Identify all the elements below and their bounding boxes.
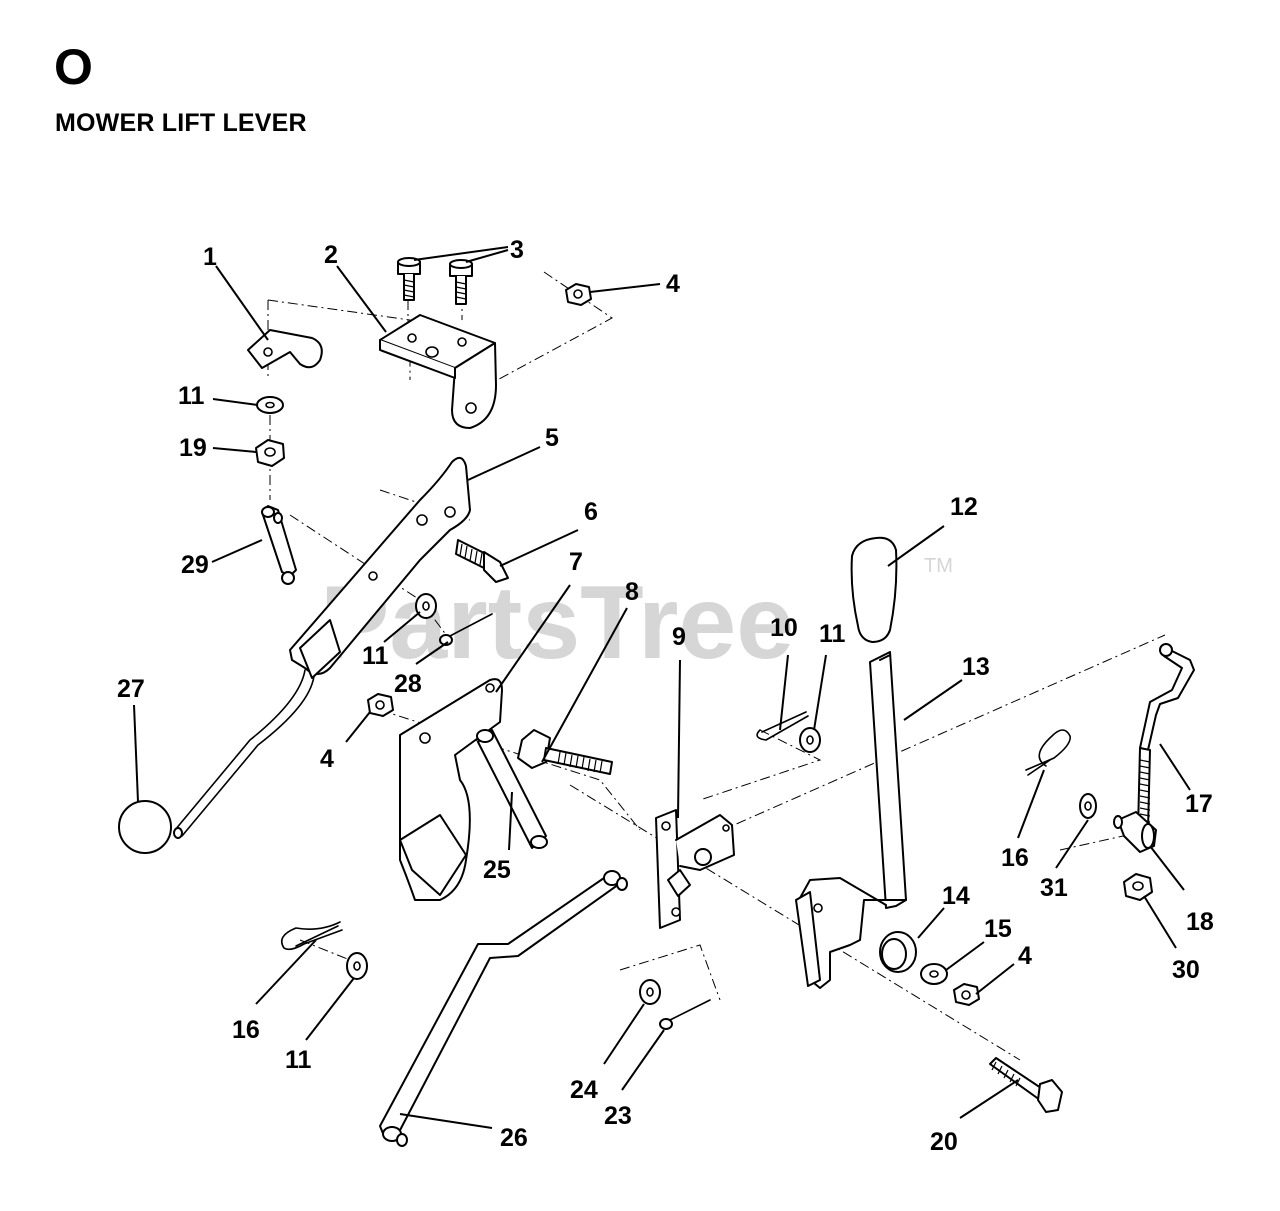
- callout-10: 10: [770, 614, 798, 642]
- part-1-clip: [247, 329, 323, 369]
- part-20-bolt: [989, 1057, 1063, 1113]
- part-18-swivel: [1113, 811, 1157, 853]
- part-19-nut: [255, 439, 285, 467]
- callout-19: 19: [179, 434, 207, 462]
- callout-29: 29: [181, 551, 209, 579]
- callout-11-mid-left: 11: [362, 642, 389, 670]
- part-5-lift-arm: [173, 456, 471, 839]
- callout-1: 1: [203, 243, 217, 271]
- part-10-cotter-pin: [756, 711, 809, 741]
- callout-labels: 1 2 3 4 11 19 5 6 29 7 8 12 9 10 11 13 1…: [117, 236, 1214, 1156]
- part-23-pin: [659, 999, 711, 1030]
- callout-15: 15: [984, 915, 1012, 943]
- callout-20: 20: [930, 1128, 958, 1156]
- part-15-washer: [920, 963, 948, 985]
- part-31-washer: [1079, 793, 1097, 819]
- section-letter: O: [54, 39, 93, 95]
- callout-12: 12: [950, 493, 978, 521]
- part-3-bolts: [397, 257, 473, 305]
- callout-4-top: 4: [666, 270, 680, 298]
- part-30-nut: [1123, 873, 1153, 901]
- callout-11-mid-right: 11: [819, 620, 846, 648]
- callout-24: 24: [570, 1076, 598, 1104]
- watermark-trademark: TM: [924, 555, 953, 577]
- callout-25: 25: [483, 856, 511, 884]
- part-2-bracket: [379, 314, 497, 429]
- callout-14: 14: [942, 882, 970, 910]
- callout-26: 26: [500, 1124, 528, 1152]
- part-29-link: [261, 505, 297, 585]
- part-16-hairpin-left: [280, 921, 343, 951]
- part-16-hairpin-right: [1025, 729, 1071, 776]
- part-28-pin: [439, 613, 493, 646]
- callout-28: 28: [394, 670, 422, 698]
- callout-11-bottom: 11: [285, 1046, 312, 1074]
- part-24-washer: [639, 979, 661, 1005]
- callout-31: 31: [1040, 874, 1068, 902]
- callout-30: 30: [1172, 956, 1200, 984]
- callout-17: 17: [1185, 790, 1213, 818]
- callout-6: 6: [584, 498, 598, 526]
- callout-18: 18: [1186, 908, 1214, 936]
- callout-13: 13: [962, 653, 990, 681]
- part-27-knob: [118, 800, 172, 854]
- callout-23: 23: [604, 1102, 632, 1130]
- leader-lines: [133, 246, 1191, 1129]
- part-8-long-bolt: [517, 729, 613, 775]
- callout-9: 9: [672, 623, 686, 651]
- callout-16-right: 16: [1001, 844, 1029, 872]
- callout-3: 3: [510, 236, 524, 264]
- callout-11-top: 11: [178, 382, 205, 410]
- callout-4-left: 4: [320, 745, 334, 773]
- callout-5: 5: [545, 424, 559, 452]
- section-title: MOWER LIFT LEVER: [55, 109, 307, 137]
- part-4-nut-right: [953, 983, 980, 1006]
- part-11-washers: [256, 396, 821, 980]
- callout-2: 2: [324, 241, 338, 269]
- part-4-nut-top: [565, 283, 592, 306]
- part-26-link-rod: [379, 870, 628, 1147]
- callout-7: 7: [569, 548, 583, 576]
- callout-27: 27: [117, 675, 145, 703]
- callout-16-left: 16: [232, 1016, 260, 1044]
- part-14-bushing: [879, 931, 917, 973]
- part-17-adjust-rod: [1137, 643, 1195, 831]
- part-9-pivot-bracket: [655, 809, 735, 929]
- part-4-nut-left: [367, 693, 394, 717]
- callout-8: 8: [625, 578, 639, 606]
- callout-4-right: 4: [1018, 942, 1032, 970]
- part-6-bolt: [455, 539, 509, 583]
- part-25-spacer: [476, 729, 548, 849]
- part-13-lift-lever: [795, 651, 907, 989]
- part-12-handle-grip: [850, 536, 898, 643]
